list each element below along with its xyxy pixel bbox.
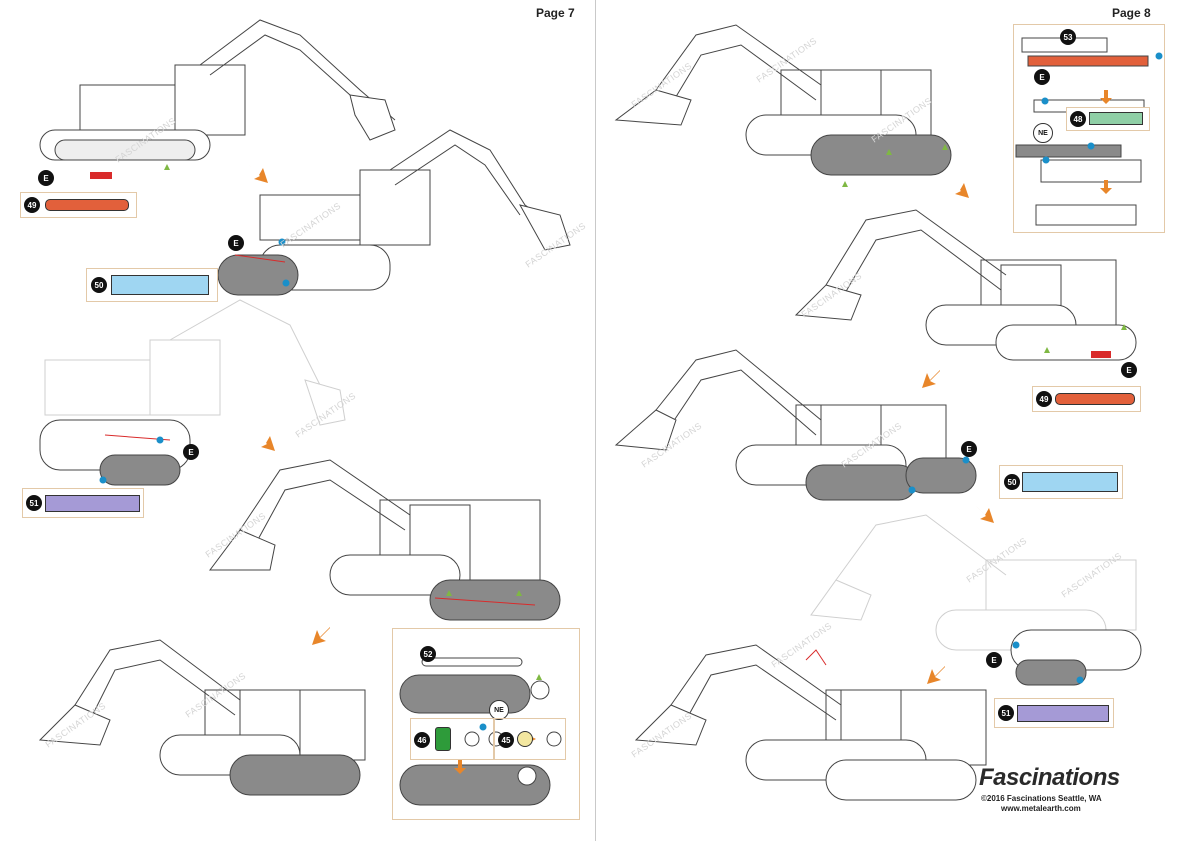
part-51-piece	[1017, 705, 1109, 722]
page-7-illustrations	[38, 19, 571, 806]
part-49-piece	[45, 199, 129, 211]
e-badge: E	[38, 170, 54, 186]
excavator-step-2	[794, 209, 1137, 361]
green-triangles	[842, 144, 1127, 353]
assembly-details	[1091, 351, 1111, 358]
part-45-piece	[517, 731, 533, 747]
part-50-callout: 50	[86, 268, 218, 302]
step-arrows	[249, 165, 536, 774]
part-number-badge: 51	[998, 705, 1014, 721]
e-badge: E	[986, 652, 1002, 668]
blue-dots	[99, 238, 487, 731]
excavator-step-2	[217, 129, 571, 296]
excavator-step-3-faded	[39, 299, 346, 486]
part-number-badge: 50	[1004, 474, 1020, 490]
page-number: Page 7	[536, 6, 575, 20]
part-48-callout: 48	[1066, 107, 1150, 131]
page-7: Page 7	[0, 0, 595, 841]
part-51-callout: 51	[22, 488, 144, 518]
part-number-badge: 49	[24, 197, 40, 213]
excavator-step-5	[634, 644, 987, 801]
part-45-callout: 45	[494, 718, 566, 760]
e-badge: E	[961, 441, 977, 457]
part-number-badge: 49	[1036, 391, 1052, 407]
green-triangles	[164, 164, 542, 680]
part-52-callout: 52	[392, 628, 580, 820]
copyright-text: ©2016 Fascinations Seattle, WA	[981, 794, 1102, 803]
excavator-step-5	[38, 639, 366, 796]
page-8: Page 8	[596, 0, 1191, 841]
part-number-badge: 51	[26, 495, 42, 511]
ne-badge: NE	[1033, 123, 1053, 143]
excavator-step-3	[614, 349, 977, 501]
e-badge: E	[1034, 69, 1050, 85]
part-50-callout: 50	[999, 465, 1123, 499]
part-49-callout: 49	[1032, 386, 1141, 412]
part-46-callout: 46	[410, 718, 494, 760]
e-badge: E	[183, 444, 199, 460]
part-50-piece	[1022, 472, 1118, 492]
part-46-piece	[435, 727, 451, 751]
part-number-badge: 48	[1070, 111, 1086, 127]
part-49-callout: 49	[20, 192, 137, 218]
part-number-badge: 46	[414, 732, 430, 748]
part-number-badge: 50	[91, 277, 107, 293]
part-53-callout: 53 E NE	[1013, 24, 1165, 233]
part-number-badge: 53	[1060, 29, 1076, 45]
part-number-badge: 52	[420, 646, 436, 662]
excavator-step-1	[614, 24, 952, 176]
excavator-step-1	[39, 19, 396, 161]
blue-dots	[908, 52, 1163, 684]
part-51-callout: 51	[994, 698, 1114, 728]
excavator-step-4-faded	[810, 514, 1142, 686]
part-49-piece	[1055, 393, 1135, 405]
brand-logo: Fascinations	[979, 764, 1120, 791]
part-48-piece	[1089, 112, 1143, 125]
part-number-badge: 45	[498, 732, 514, 748]
page-number: Page 8	[1112, 6, 1151, 20]
page-divider	[595, 0, 596, 841]
ne-badge: NE	[489, 700, 509, 720]
e-badge: E	[1121, 362, 1137, 378]
part-50-piece	[111, 275, 209, 295]
excavator-step-4	[209, 459, 561, 621]
part-51-piece	[45, 495, 140, 512]
e-badge: E	[228, 235, 244, 251]
page-8-illustrations	[614, 24, 1163, 801]
step-arrows	[922, 90, 1112, 684]
website-link[interactable]: www.metalearth.com	[1001, 804, 1081, 813]
